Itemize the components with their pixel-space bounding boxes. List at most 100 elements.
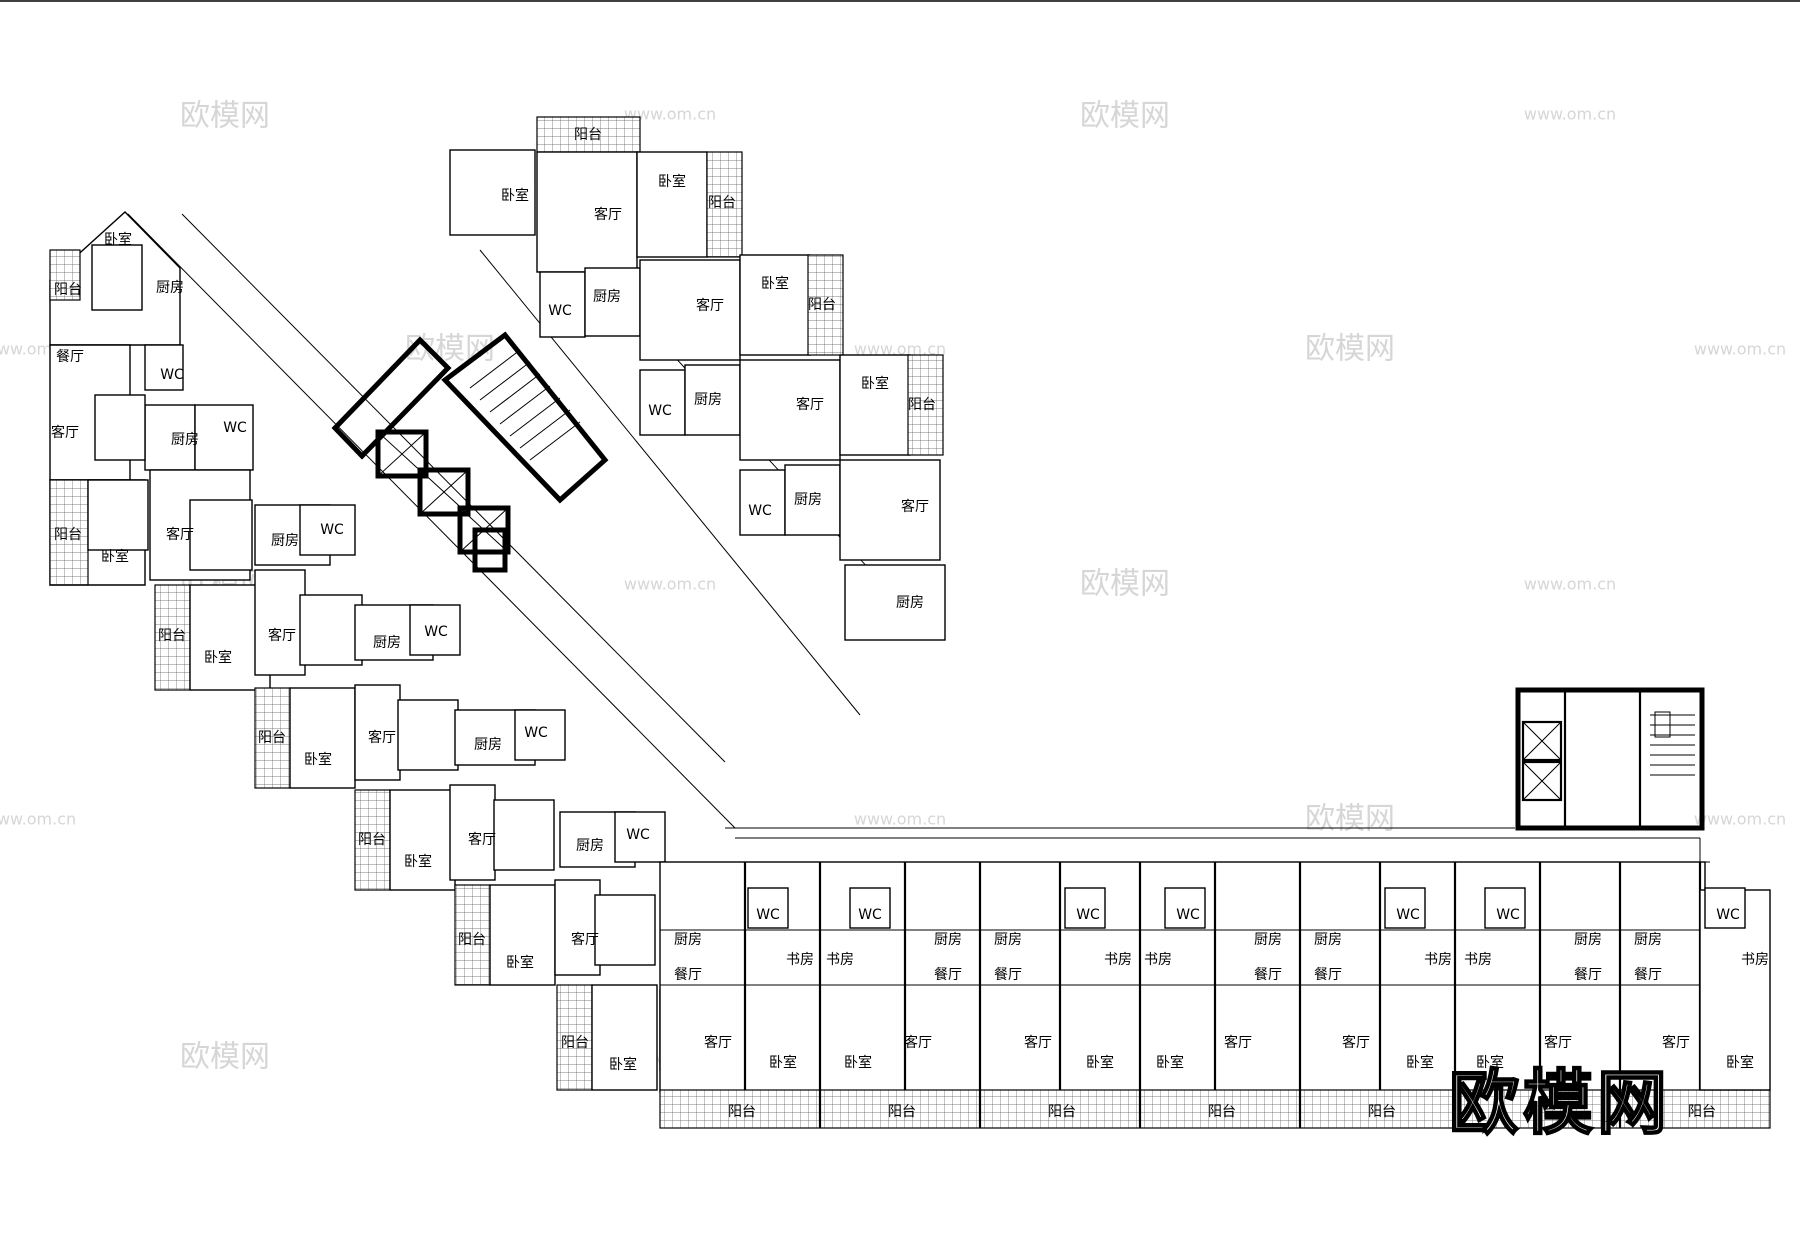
diag-unit-4 bbox=[354, 784, 666, 891]
label-balcony: 阳台 bbox=[808, 297, 836, 313]
label-living: 客厅 bbox=[571, 931, 599, 948]
label-study: 书房 bbox=[1104, 952, 1132, 968]
label-kitchen: 厨房 bbox=[994, 932, 1022, 948]
right-wing-units bbox=[449, 116, 946, 641]
label-bedroom: 卧室 bbox=[204, 649, 232, 666]
label-balcony: 阳台 bbox=[574, 127, 602, 143]
label-balcony: 阳台 bbox=[1048, 1104, 1076, 1120]
label-living: 客厅 bbox=[1342, 1034, 1370, 1051]
label-kitchen: 厨房 bbox=[1314, 932, 1342, 948]
label-bedroom: 卧室 bbox=[1406, 1054, 1434, 1071]
label-living: 客厅 bbox=[1662, 1034, 1690, 1051]
label-wc: WC bbox=[858, 907, 882, 923]
label-living: 客厅 bbox=[904, 1034, 932, 1051]
watermark-url: www.om.cn bbox=[1694, 340, 1786, 359]
label-kitchen: 厨房 bbox=[593, 289, 621, 305]
label-balcony: 阳台 bbox=[1528, 1104, 1556, 1120]
room-labels-right: 阳台 卧室 卧室 客厅 阳台 WC 厨房 卧室 客厅 阳台 WC 厨房 卧室 客… bbox=[501, 127, 936, 611]
watermark-brand: 欧模网 bbox=[1305, 332, 1395, 367]
label-wc: WC bbox=[1176, 907, 1200, 923]
label-balcony: 阳台 bbox=[54, 282, 82, 298]
label-living: 客厅 bbox=[1024, 1034, 1052, 1051]
label-balcony: 阳台 bbox=[728, 1104, 756, 1120]
watermark-url: www.om.cn bbox=[1524, 105, 1616, 124]
label-living: 客厅 bbox=[166, 526, 194, 543]
watermark-url: www.om.cn bbox=[624, 105, 716, 124]
label-wc: WC bbox=[524, 725, 548, 741]
label-wc: WC bbox=[223, 420, 247, 436]
label-bedroom: 卧室 bbox=[101, 548, 129, 565]
diag-unit-3 bbox=[254, 684, 566, 789]
label-dining: 餐厅 bbox=[934, 967, 962, 983]
brand-logo: 欧模网 bbox=[1449, 1062, 1671, 1144]
label-living: 客厅 bbox=[368, 729, 396, 746]
watermark-brand: 欧模网 bbox=[180, 99, 270, 134]
label-bedroom: 卧室 bbox=[1086, 1054, 1114, 1071]
watermark-brand: 欧模网 bbox=[1305, 802, 1395, 837]
label-wc: WC bbox=[1716, 907, 1740, 923]
watermark-url: www.om.cn bbox=[854, 810, 946, 829]
label-kitchen: 厨房 bbox=[674, 932, 702, 948]
watermark-url: www.om.cn bbox=[1694, 810, 1786, 829]
label-bedroom: 卧室 bbox=[769, 1054, 797, 1071]
watermark-brand: 欧模网 bbox=[180, 1040, 270, 1075]
label-bedroom: 卧室 bbox=[861, 375, 889, 392]
watermark-brand: 欧模网 bbox=[405, 332, 495, 367]
label-study: 书房 bbox=[1144, 952, 1172, 968]
label-bedroom: 卧室 bbox=[506, 954, 534, 971]
label-kitchen: 厨房 bbox=[1254, 932, 1282, 948]
label-wc: WC bbox=[1496, 907, 1520, 923]
label-kitchen: 厨房 bbox=[1574, 932, 1602, 948]
label-balcony: 阳台 bbox=[158, 628, 186, 644]
label-balcony: 阳台 bbox=[358, 832, 386, 848]
label-living: 客厅 bbox=[468, 831, 496, 848]
label-wc: WC bbox=[160, 367, 184, 383]
label-kitchen: 厨房 bbox=[896, 595, 924, 611]
stair-tower bbox=[1515, 687, 1705, 831]
watermark-brand: 欧模网 bbox=[1080, 567, 1170, 602]
label-balcony: 阳台 bbox=[1688, 1104, 1716, 1120]
label-bedroom: 卧室 bbox=[1476, 1054, 1504, 1071]
label-balcony: 阳台 bbox=[54, 527, 82, 543]
label-kitchen: 厨房 bbox=[373, 635, 401, 651]
label-balcony: 阳台 bbox=[1368, 1104, 1396, 1120]
label-balcony: 阳台 bbox=[458, 932, 486, 948]
label-kitchen: 厨房 bbox=[271, 533, 299, 549]
label-bedroom: 卧室 bbox=[609, 1056, 637, 1073]
label-living: 客厅 bbox=[901, 498, 929, 515]
label-dining: 餐厅 bbox=[994, 967, 1022, 983]
room-labels-bottom: 厨房 餐厅 客厅 WC 书房 书房 WC 卧室 卧室 厨房 厨房 餐厅 餐厅 客… bbox=[674, 907, 1769, 1120]
label-living: 客厅 bbox=[1224, 1034, 1252, 1051]
label-study: 书房 bbox=[786, 952, 814, 968]
label-kitchen: 厨房 bbox=[156, 280, 184, 296]
label-dining: 餐厅 bbox=[1254, 967, 1282, 983]
label-study: 书房 bbox=[826, 952, 854, 968]
label-wc: WC bbox=[648, 403, 672, 419]
label-wc: WC bbox=[748, 503, 772, 519]
watermark-url: www.om.cn bbox=[854, 340, 946, 359]
label-kitchen: 厨房 bbox=[1634, 932, 1662, 948]
label-kitchen: 厨房 bbox=[794, 492, 822, 508]
label-living: 客厅 bbox=[594, 206, 622, 223]
label-bedroom: 卧室 bbox=[404, 853, 432, 870]
balcony-dividers bbox=[818, 1090, 1622, 1128]
label-living: 客厅 bbox=[1544, 1034, 1572, 1051]
watermark-url: www.om.cn bbox=[0, 810, 76, 829]
label-kitchen: 厨房 bbox=[576, 838, 604, 854]
label-balcony: 阳台 bbox=[561, 1035, 589, 1051]
label-balcony: 阳台 bbox=[258, 730, 286, 746]
label-bedroom: 卧室 bbox=[658, 173, 686, 190]
bottom-row-units bbox=[659, 861, 1771, 1129]
label-bedroom: 卧室 bbox=[1726, 1054, 1754, 1071]
label-living: 客厅 bbox=[268, 627, 296, 644]
label-living: 客厅 bbox=[51, 424, 79, 441]
label-balcony: 阳台 bbox=[1208, 1104, 1236, 1120]
label-bedroom: 卧室 bbox=[304, 751, 332, 768]
label-bedroom: 卧室 bbox=[1156, 1054, 1184, 1071]
room-labels-left: 卧室 厨房 阳台 餐厅 WC 客厅 厨房 WC 阳台 卧室 客厅 厨房 WC 阳… bbox=[51, 231, 650, 1073]
label-dining: 餐厅 bbox=[1314, 967, 1342, 983]
label-wc: WC bbox=[320, 522, 344, 538]
core-elevators-stairs bbox=[331, 331, 609, 573]
label-dining: 餐厅 bbox=[1574, 967, 1602, 983]
